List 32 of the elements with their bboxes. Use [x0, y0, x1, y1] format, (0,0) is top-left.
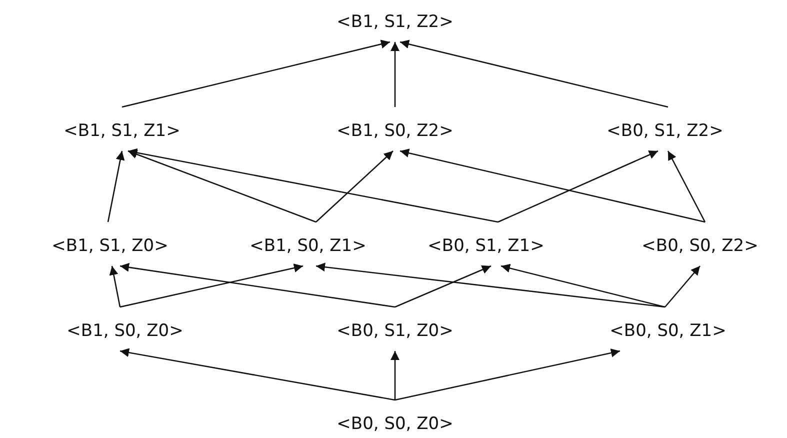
state-label: <B0, S1, Z0> [334, 307, 456, 351]
arrow [120, 264, 304, 308]
state-label: <B0, S0, Z2> [640, 222, 760, 266]
arrow [400, 148, 706, 223]
arrow [390, 351, 400, 400]
state-label: <B1, S1, Z1> [62, 107, 182, 151]
arrow [122, 40, 390, 108]
arrow [394, 265, 492, 308]
arrow [107, 150, 125, 222]
arrow [394, 348, 620, 401]
arrow [128, 148, 498, 223]
arrow [120, 262, 396, 308]
state-label: <B1, S0, Z0> [64, 307, 186, 351]
state-label: <B0, S0, Z1> [608, 307, 728, 351]
arrow [664, 266, 700, 308]
arrow [316, 150, 394, 222]
arrow [667, 150, 706, 222]
state-label: <B1, S0, Z1> [248, 222, 368, 266]
state-label: <B0, S0, Z0> [334, 400, 456, 438]
arrow [109, 266, 121, 308]
arrow [498, 150, 658, 223]
state-label: <B1, S0, Z2> [334, 107, 456, 151]
arrow [500, 264, 666, 308]
arrow [120, 348, 396, 401]
arrow [316, 262, 666, 308]
arrow [400, 40, 668, 108]
state-label: <B0, S1, Z1> [426, 222, 546, 266]
arrow [390, 42, 400, 107]
state-label: <B1, S1, Z2> [334, 0, 456, 42]
state-label: <B0, S1, Z2> [604, 107, 726, 151]
arrow [128, 150, 316, 223]
state-label: <B1, S1, Z0> [50, 222, 170, 266]
